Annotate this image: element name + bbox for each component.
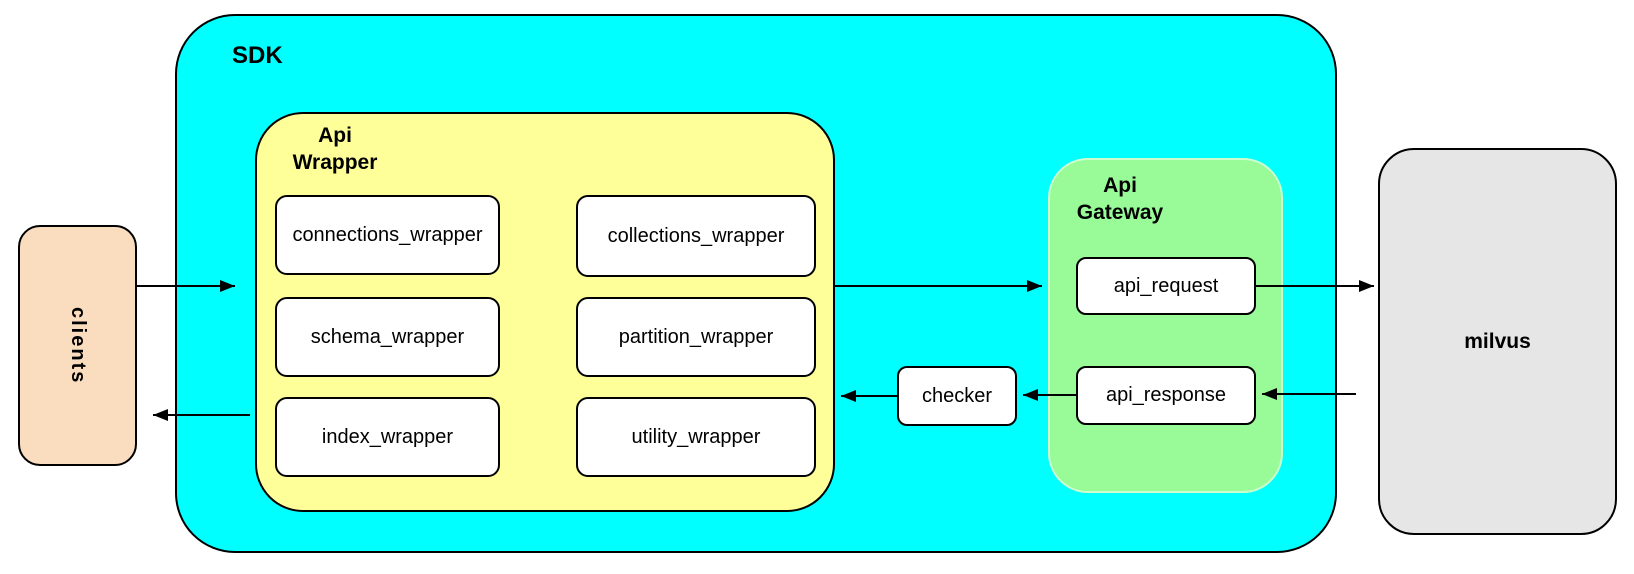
node-api-response: api_response — [1076, 366, 1256, 425]
sdk-container: SDK Api Wrapper connections_wrapper coll… — [175, 14, 1337, 553]
node-collections-wrapper: collections_wrapper — [576, 195, 816, 277]
milvus-label: milvus — [1464, 329, 1531, 353]
api-gateway-container: Api Gateway api_request api_response — [1048, 158, 1283, 493]
node-schema-wrapper: schema_wrapper — [275, 297, 500, 377]
api-gateway-label: Api Gateway — [1076, 174, 1164, 224]
sdk-label: SDK — [232, 42, 283, 69]
api-wrapper-label: Api Wrapper — [292, 124, 378, 174]
node-index-wrapper: index_wrapper — [275, 397, 500, 477]
clients-label: clients — [67, 306, 89, 385]
api-wrapper-container: Api Wrapper connections_wrapper collecti… — [255, 112, 835, 512]
node-connections-wrapper: connections_wrapper — [275, 195, 500, 275]
clients-container: clients — [18, 225, 137, 466]
milvus-container: milvus — [1378, 148, 1617, 535]
node-api-request: api_request — [1076, 257, 1256, 315]
node-partition-wrapper: partition_wrapper — [576, 297, 816, 377]
node-checker: checker — [897, 366, 1017, 426]
node-utility-wrapper: utility_wrapper — [576, 397, 816, 477]
